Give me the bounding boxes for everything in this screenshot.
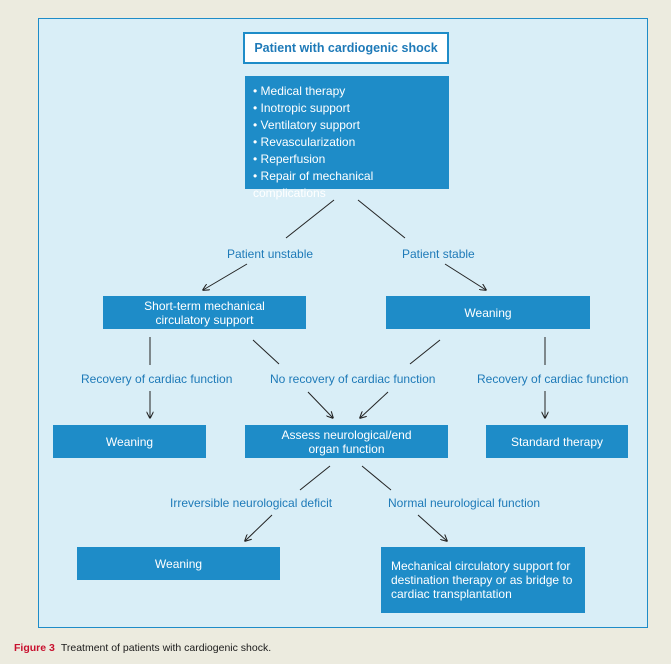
standard-therapy-text: Standard therapy: [510, 434, 604, 449]
standard-therapy-node: Standard therapy: [486, 425, 628, 458]
arrow-norecovery-assess-right: [360, 391, 389, 418]
label-patient-unstable: Patient unstable: [227, 247, 314, 261]
therapy-item: Ventilatory support: [253, 117, 449, 134]
label-recovery-left: Recovery of cardiac function: [81, 372, 233, 386]
figure-label: Figure 3: [14, 642, 55, 654]
arrow-norecovery-assess-left: [307, 391, 333, 418]
weaning-stable-node: Weaning: [386, 296, 590, 329]
therapy-list-node: Medical therapy Inotropic support Ventil…: [245, 76, 449, 200]
therapy-item: Inotropic support: [253, 100, 449, 117]
therapy-item: Revascularization: [253, 134, 449, 151]
figure-caption: Figure 3 Treatment of patients with cardi…: [14, 642, 271, 654]
connector-therapy-stable: [357, 199, 406, 239]
start-node-title: Patient with cardiogenic shock: [243, 32, 449, 64]
assess-line: Assess neurological/end: [281, 427, 412, 442]
arrow-normal-mcs: [417, 514, 447, 541]
arrow-irreversible-weaning: [245, 514, 273, 541]
therapy-list: Medical therapy Inotropic support Ventil…: [253, 83, 449, 202]
weaning-recovery-text: Weaning: [105, 434, 154, 449]
connector-assess-normal: [361, 465, 392, 491]
connector-assess-irreversible: [299, 465, 331, 491]
label-normal-function: Normal neurological function: [388, 496, 541, 510]
short-term-line: Short-term mechanical: [144, 298, 265, 313]
connector-shortterm-norecovery: [252, 339, 280, 365]
label-no-recovery: No recovery of cardiac function: [270, 372, 436, 386]
assess-function-node: Assess neurological/end organ function: [245, 425, 448, 458]
label-recovery-right: Recovery of cardiac function: [477, 372, 629, 386]
weaning-stable-text: Weaning: [464, 305, 512, 320]
weaning-deficit-text: Weaning: [154, 556, 203, 571]
mcs-line: Mechanical circulatory support for: [391, 559, 571, 573]
arrow-unstable-shortterm: [203, 263, 248, 290]
mcs-line: destination therapy or as bridge to: [391, 573, 573, 587]
arrow-stable-weaning: [444, 263, 486, 290]
short-term-support-node: Short-term mechanical circulatory suppor…: [103, 296, 306, 329]
therapy-item: Repair of mechanical complications: [253, 168, 449, 202]
weaning-deficit-node: Weaning: [77, 547, 280, 580]
assess-line: organ function: [308, 441, 385, 456]
label-irreversible-deficit: Irreversible neurological deficit: [170, 496, 333, 510]
start-node-text: Patient with cardiogenic shock: [254, 41, 438, 55]
connector-therapy-unstable: [285, 199, 335, 239]
figure-caption-text: Treatment of patients with cardiogenic s…: [60, 642, 272, 654]
mcs-line: cardiac transplantation: [391, 587, 512, 601]
destination-therapy-node: Mechanical circulatory support for desti…: [381, 547, 585, 613]
therapy-item: Medical therapy: [253, 83, 449, 100]
weaning-recovery-node: Weaning: [53, 425, 206, 458]
label-patient-stable: Patient stable: [402, 247, 475, 261]
connector-weaning-norecovery: [409, 339, 441, 365]
short-term-line: circulatory support: [155, 312, 254, 327]
therapy-item: Reperfusion: [253, 151, 449, 168]
